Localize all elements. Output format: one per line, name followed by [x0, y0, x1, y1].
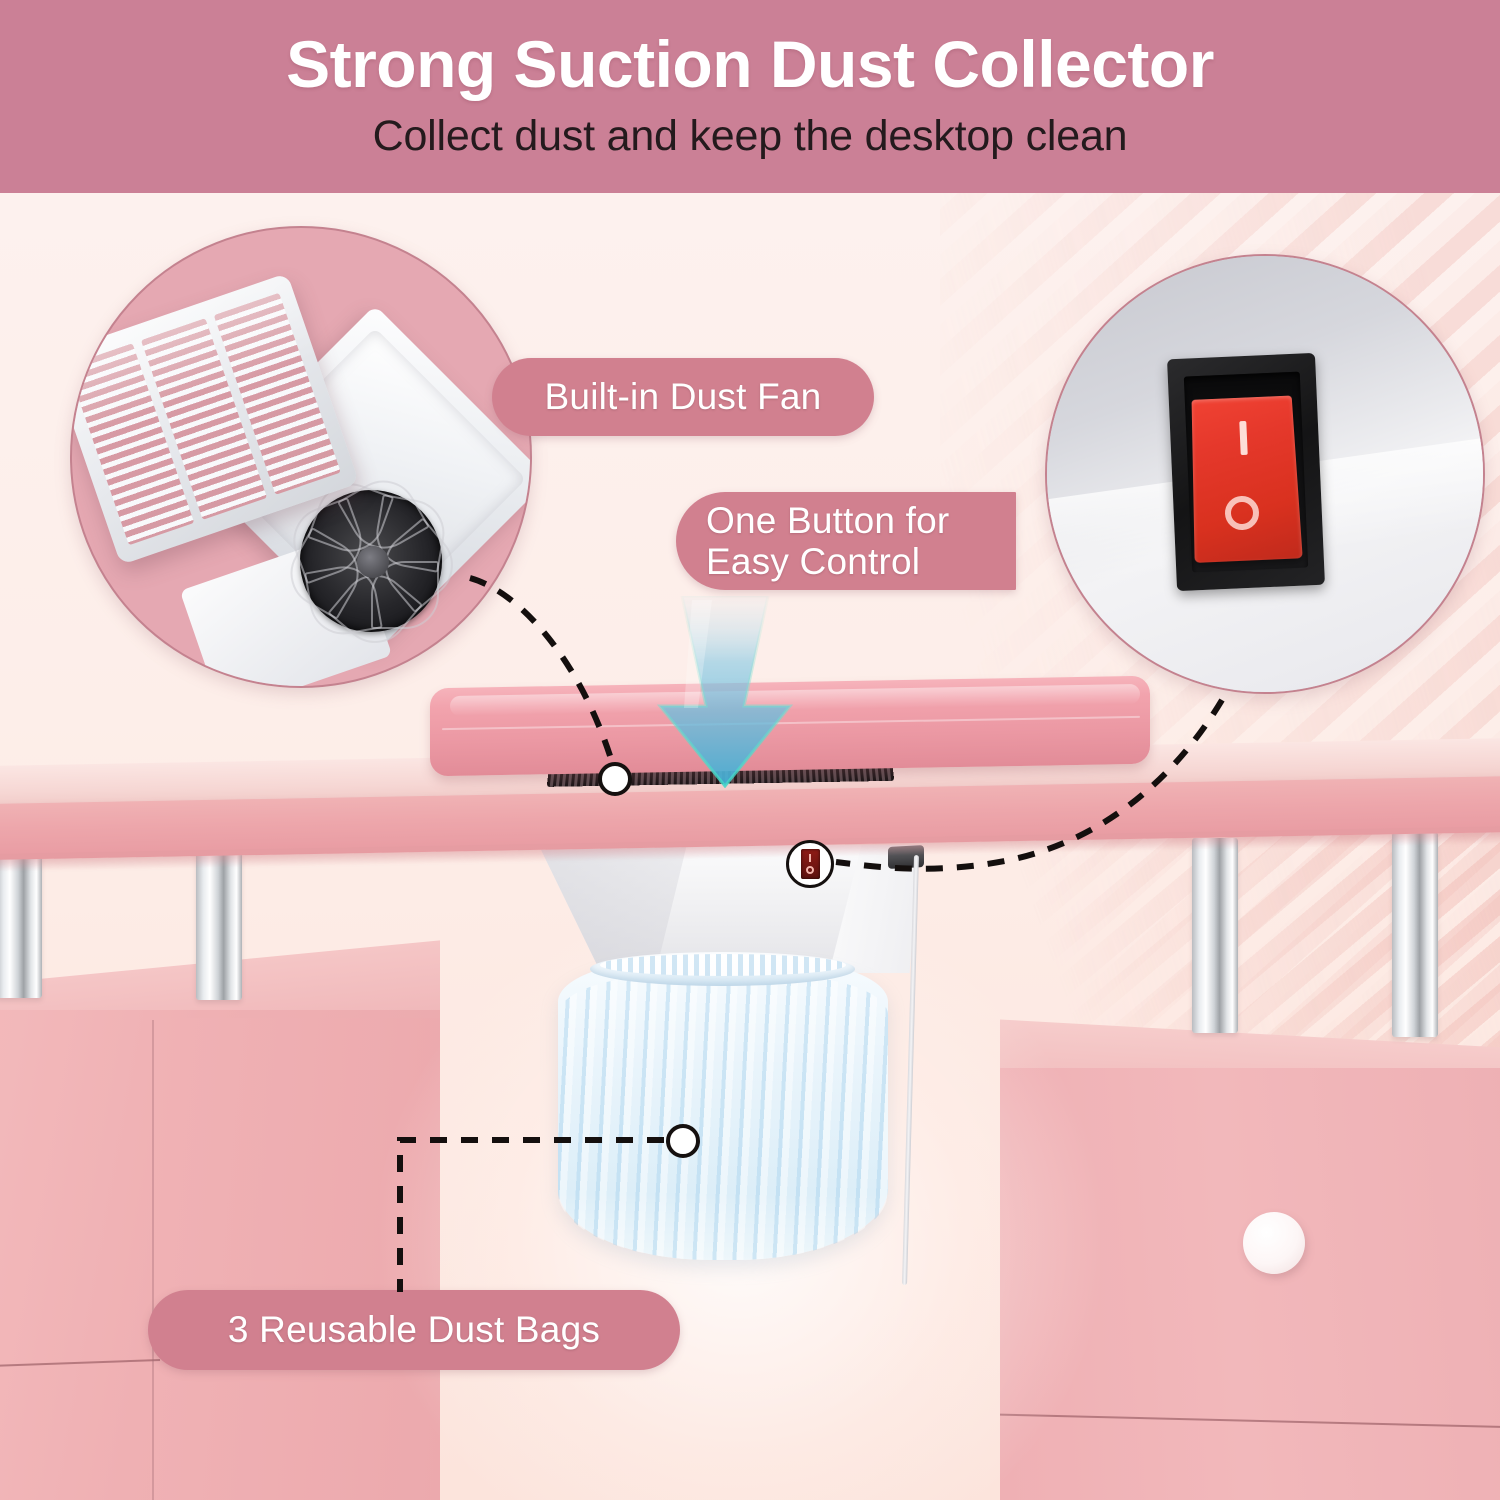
chrome-leg [1392, 832, 1438, 1037]
left-cabinet-edge-seam [152, 1020, 154, 1500]
fan-hub [357, 546, 389, 578]
switch-on-marking-icon [1239, 420, 1248, 456]
callout-label-line-2: Easy Control [706, 541, 921, 582]
left-cabinet-drawer-face [150, 1018, 440, 1500]
suction-arrow-icon [640, 594, 810, 789]
inset-power-switch-closeup [1045, 254, 1485, 694]
callout-marker-dust-bag [666, 1124, 700, 1158]
inset-dust-fan-closeup [70, 226, 532, 688]
callout-label-line-1: One Button for [706, 499, 950, 541]
power-switch-icon [800, 849, 820, 879]
dust-bag-cinch-ruffle [600, 954, 846, 976]
banner-title: Strong Suction Dust Collector [286, 27, 1214, 101]
right-cabinet-body [1000, 1068, 1500, 1500]
callout-marker-grille [598, 762, 632, 796]
switch-rocker [1191, 395, 1303, 563]
fan-blades-icon [278, 468, 467, 657]
drawer-knob [1243, 1212, 1305, 1274]
header-banner: Strong Suction Dust Collector Collect du… [0, 0, 1500, 193]
banner-subtitle: Collect dust and keep the desktop clean [372, 112, 1128, 160]
callout-marker-power-switch [786, 840, 834, 888]
chrome-leg [1192, 838, 1238, 1033]
dust-bag-folds [558, 975, 888, 1260]
callout-label-built-in-dust-fan: Built-in Dust Fan [492, 358, 874, 436]
callout-label-reusable-dust-bags: 3 Reusable Dust Bags [148, 1290, 680, 1370]
callout-label-one-button-easy-control: One Button for Easy Control [676, 492, 1016, 590]
